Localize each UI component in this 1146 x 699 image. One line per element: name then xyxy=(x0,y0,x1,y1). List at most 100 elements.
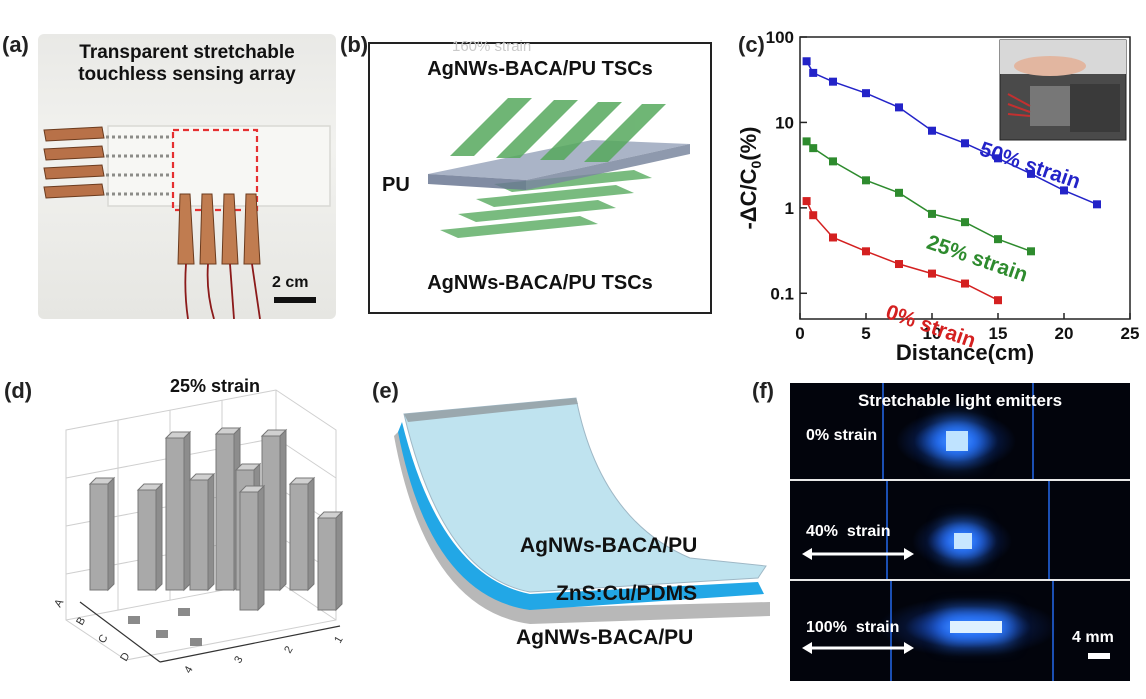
bar3d-side xyxy=(307,476,315,592)
series-label: 25% strain xyxy=(924,231,1031,287)
y-axis-label: -ΔC/C0(%) xyxy=(736,126,764,229)
bar3d-side xyxy=(257,484,265,612)
bar3d-bar xyxy=(137,489,157,591)
bar3d-side xyxy=(207,472,215,592)
emitter-row-2 xyxy=(790,581,1130,681)
data-point xyxy=(961,279,969,288)
plot-frame xyxy=(799,36,1131,320)
data-point xyxy=(829,77,837,86)
col-label-3: 3 xyxy=(232,654,245,665)
x-axis-label: Distance(cm) xyxy=(896,340,1034,364)
bottom-electrode-label: AgNWs-BACA/PU TSCs xyxy=(427,272,653,294)
data-point xyxy=(994,235,1002,244)
bar3d-bar xyxy=(239,491,259,611)
stretch-arrow-40 xyxy=(802,548,914,560)
data-point xyxy=(802,57,811,66)
layer-label-top: AgNWs-BACA/PU xyxy=(520,534,698,557)
panel-a-title: Transparent stretchable touchless sensin… xyxy=(38,42,336,86)
data-point xyxy=(862,247,870,256)
inset-photo xyxy=(999,39,1127,141)
bar3d-chart: A B C D 4 3 2 1 xyxy=(52,389,346,676)
bar3d-floor-marker xyxy=(156,630,168,638)
data-point xyxy=(809,144,818,153)
x-tick-label: 20 xyxy=(1055,324,1074,343)
layer-label-emitter: ZnS:Cu/PDMS xyxy=(556,582,698,605)
panel-label-a: (a) xyxy=(2,32,29,57)
device-layer-diagram xyxy=(394,397,770,624)
row-label-d: D xyxy=(118,651,132,664)
y-tick-label: 1 xyxy=(785,199,794,218)
panel-d-title: 25% strain xyxy=(170,376,261,396)
row-label-c: C xyxy=(96,633,110,646)
emitter-photo-grid: Stretchable light emitters 0% strain 40%… xyxy=(790,383,1130,681)
bar3d-side xyxy=(335,510,343,612)
stretch-arrow-100 xyxy=(802,642,914,654)
distance-response-chart: 0 5 10 15 20 25 0.1 1 10 100 50% strain 25% strain… xyxy=(736,28,1140,364)
bar3d-bar xyxy=(261,435,281,591)
bar3d-bar xyxy=(289,483,309,591)
x-tick-label: 0 xyxy=(795,324,804,343)
panel-label-c: (c) xyxy=(738,32,765,57)
photo-illustration xyxy=(43,125,331,319)
data-point xyxy=(1027,247,1035,256)
data-point xyxy=(994,296,1002,305)
ghost-strain-label: 160% strain xyxy=(452,38,532,55)
data-point xyxy=(961,139,969,148)
panel-b-frame: 160% strain AgNWs-BACA/PU TSCs PU AgNWs-… xyxy=(368,38,712,314)
panel-f-title: Stretchable light emitters xyxy=(857,391,1063,410)
data-point xyxy=(928,209,936,218)
series-label: 50% strain xyxy=(977,138,1084,194)
data-point xyxy=(809,68,818,77)
bar3d-bars xyxy=(88,426,344,646)
panel-a-scale-label: 2 cm xyxy=(272,274,309,291)
x-tick-label: 15 xyxy=(989,324,1008,343)
col-label-1: 1 xyxy=(332,634,345,645)
photo-sensing-array: Transparent stretchable touchless sensin… xyxy=(38,34,336,319)
data-point xyxy=(1060,186,1068,195)
panel-f-scale-label: 4 mm xyxy=(1072,629,1114,646)
data-point xyxy=(802,137,811,146)
panel-f-scale-bar xyxy=(1088,653,1110,659)
panel-label-f: (f) xyxy=(752,378,774,403)
bar3d-bar xyxy=(189,479,209,591)
x-tick-label: 25 xyxy=(1121,324,1140,343)
data-point xyxy=(928,126,936,135)
data-point xyxy=(1093,200,1101,209)
data-point xyxy=(829,157,837,166)
strain-0-label: 0% strain xyxy=(806,427,878,444)
x-tick-label: 10 xyxy=(923,324,942,343)
data-point xyxy=(895,103,903,112)
pu-label: PU xyxy=(382,174,410,196)
data-point xyxy=(862,176,870,185)
y-tick-label: 100 xyxy=(766,28,794,47)
data-point xyxy=(994,154,1002,163)
panel-label-b: (b) xyxy=(340,32,369,57)
y-tick-label: 10 xyxy=(775,113,794,132)
col-label-4: 4 xyxy=(182,664,195,675)
bar3d-bar xyxy=(89,483,109,591)
bar3d-floor-marker xyxy=(190,638,202,646)
y-tick-label: 0.1 xyxy=(770,284,794,303)
emitter-row-1 xyxy=(790,481,1130,579)
data-point xyxy=(928,269,936,278)
bar3d-side xyxy=(183,430,191,592)
emitter-row-0 xyxy=(790,383,1130,479)
panel-label-d: (d) xyxy=(4,378,33,403)
data-point xyxy=(862,89,870,98)
row-label-a: A xyxy=(52,597,66,610)
data-point xyxy=(895,188,903,197)
bar3d-side xyxy=(155,482,163,592)
data-point xyxy=(1027,169,1035,178)
x-tick-label: 5 xyxy=(861,324,870,343)
data-point xyxy=(961,218,969,227)
strain-100-label: 100% strain xyxy=(806,619,900,636)
bar3d-floor-marker xyxy=(128,616,140,624)
bar3d-side xyxy=(279,428,287,592)
bar3d-floor-marker xyxy=(178,608,190,616)
bar3d-bar xyxy=(215,433,235,591)
panel-a-title-line1: Transparent stretchable xyxy=(79,42,295,63)
bar3d-side xyxy=(107,476,115,592)
layer-label-bottom: AgNWs-BACA/PU xyxy=(516,626,694,649)
bar3d-bar xyxy=(165,437,185,591)
data-point xyxy=(829,233,837,242)
